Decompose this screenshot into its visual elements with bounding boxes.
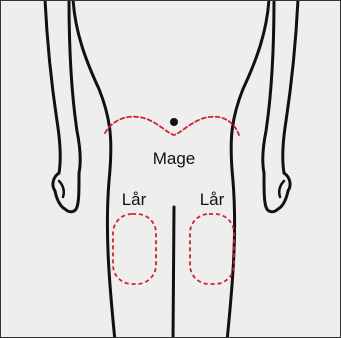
abdomen-label: Mage (153, 149, 196, 168)
thigh-left-label: Lår (122, 190, 147, 209)
inner-leg-line (173, 207, 174, 338)
right-hand (264, 173, 290, 212)
left-arm-inner (69, 1, 80, 173)
thigh-right-zone (190, 214, 234, 284)
navel (170, 118, 178, 126)
right-arm-outer (283, 1, 298, 173)
left-hand (53, 173, 79, 212)
left-thumb (59, 181, 64, 197)
thigh-left-zone (113, 214, 156, 284)
left-arm-outer (45, 1, 60, 173)
thigh-right-label: Lår (200, 190, 225, 209)
right-thumb (279, 181, 284, 197)
